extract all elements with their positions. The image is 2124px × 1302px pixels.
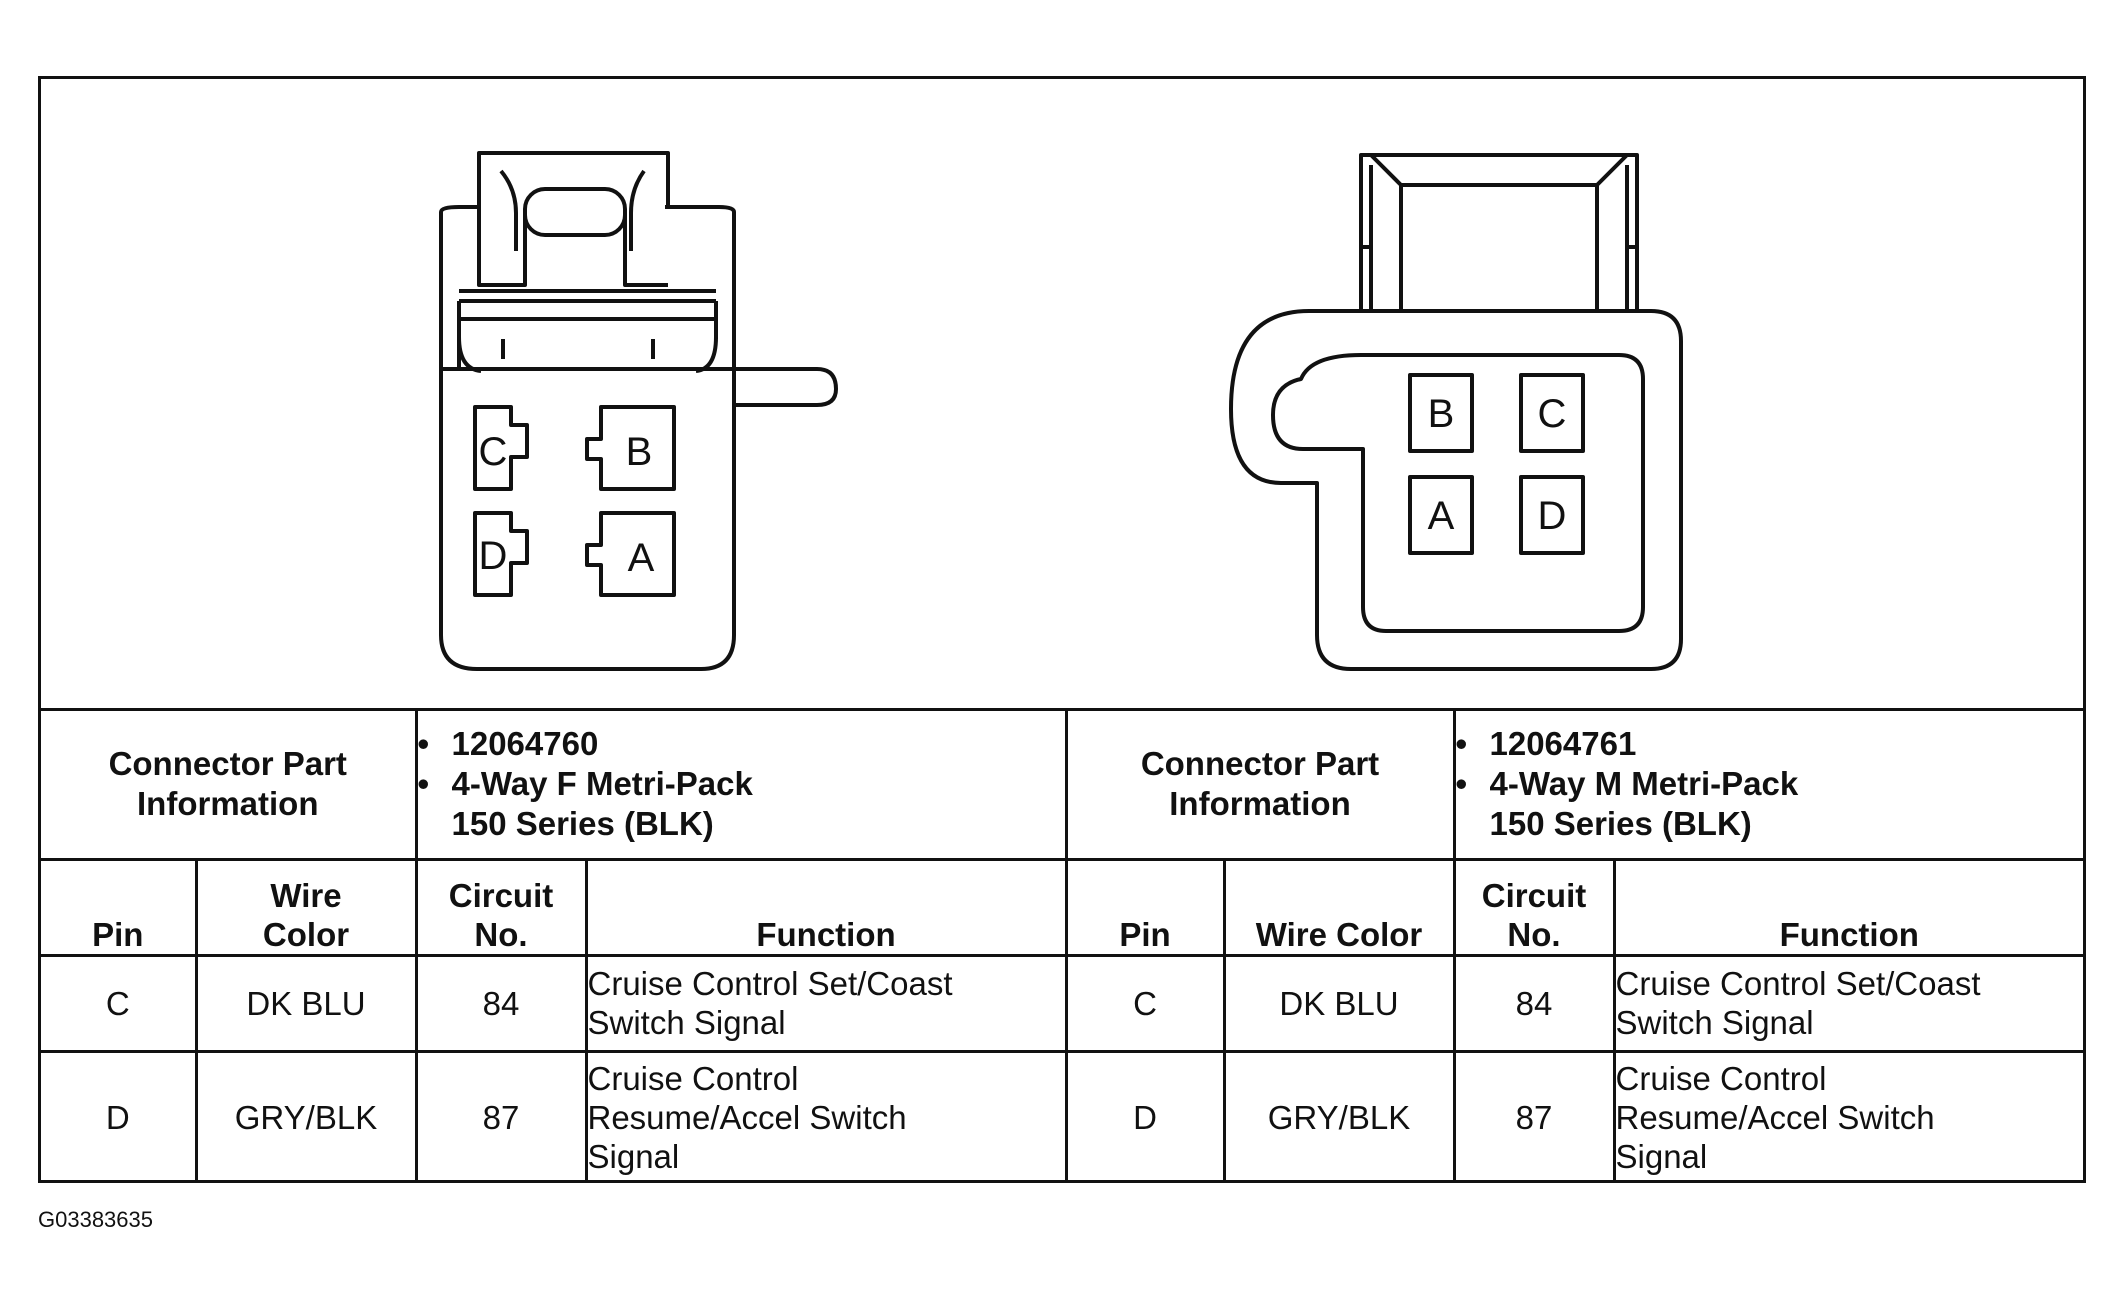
connector-pinout-table: Connector Part Information 12064760 4-Wa… <box>41 711 2084 1183</box>
pin-cell: C <box>1064 953 1226 1053</box>
wire-color-cell: DK BLU <box>194 953 418 1053</box>
header-wire-color: Wire Color <box>194 857 418 957</box>
wire-color-cell: GRY/BLK <box>1222 1049 1456 1183</box>
female-pin-labels: C B D A <box>479 430 655 580</box>
function-cell: Cruise Control Set/Coast Switch Signal <box>1612 953 2084 1053</box>
table-row: D GRY/BLK 87 Cruise Control Resume/Accel… <box>41 1049 2084 1183</box>
circuit-cell: 87 <box>1452 1049 1616 1183</box>
pin-label: D <box>1538 494 1567 538</box>
header-function: Function <box>1612 857 2084 957</box>
header-circuit: Circuit No. <box>414 857 588 957</box>
circuit-cell: 84 <box>414 953 588 1053</box>
wire-color-cell: DK BLU <box>1222 953 1456 1053</box>
male-connector-drawing <box>1229 153 1683 671</box>
part-description: 4-Way M Metri-Pack 150 Series (BLK) <box>1456 764 2084 844</box>
function-cell: Cruise Control Set/Coast Switch Signal <box>584 953 1068 1053</box>
pin-label: B <box>626 430 653 474</box>
header-pin: Pin <box>1064 857 1226 957</box>
connector-part-info: 12064760 4-Way F Metri-Pack 150 Series (… <box>414 711 1068 861</box>
connector-info-row: Connector Part Information 12064760 4-Wa… <box>41 711 2084 861</box>
pin-cell: D <box>1064 1049 1226 1183</box>
connector-drawings: C B D A B C A D <box>439 151 1683 671</box>
figure-id: G03383635 <box>38 1207 153 1232</box>
table-row: C DK BLU 84 Cruise Control Set/Coast Swi… <box>41 953 2084 1053</box>
pin-label: B <box>1428 392 1455 436</box>
part-description: 4-Way F Metri-Pack 150 Series (BLK) <box>418 764 1065 844</box>
connector-figure-frame: C B D A B C A D Connector Part In <box>38 76 2086 1183</box>
header-function: Function <box>584 857 1068 957</box>
connector-part-info: 12064761 4-Way M Metri-Pack 150 Series (… <box>1452 711 2084 861</box>
header-wire-color: Wire Color <box>1222 857 1456 957</box>
header-pin: Pin <box>41 857 198 957</box>
circuit-cell: 87 <box>414 1049 588 1183</box>
pin-cell: D <box>41 1049 198 1183</box>
pin-label: A <box>1428 494 1455 538</box>
connector-info-label: Connector Part Information <box>1064 711 1456 861</box>
connector-info-label: Connector Part Information <box>41 711 418 861</box>
part-number: 12064760 <box>418 724 1065 764</box>
part-number: 12064761 <box>1456 724 2084 764</box>
female-connector-drawing <box>439 151 838 671</box>
column-header-row: Pin Wire Color Circuit No. Function Pin … <box>41 857 2084 957</box>
function-cell: Cruise Control Resume/Accel Switch Signa… <box>1612 1049 2084 1183</box>
pin-label: C <box>479 430 508 474</box>
male-pin-labels: B C A D <box>1428 392 1567 538</box>
wire-color-cell: GRY/BLK <box>194 1049 418 1183</box>
circuit-cell: 84 <box>1452 953 1616 1053</box>
pin-label: A <box>628 536 655 580</box>
connector-diagram-area: C B D A B C A D <box>41 79 2083 711</box>
pin-label: C <box>1538 392 1567 436</box>
header-circuit: Circuit No. <box>1452 857 1616 957</box>
function-cell: Cruise Control Resume/Accel Switch Signa… <box>584 1049 1068 1183</box>
pin-label: D <box>479 534 508 578</box>
pin-cell: C <box>41 953 198 1053</box>
